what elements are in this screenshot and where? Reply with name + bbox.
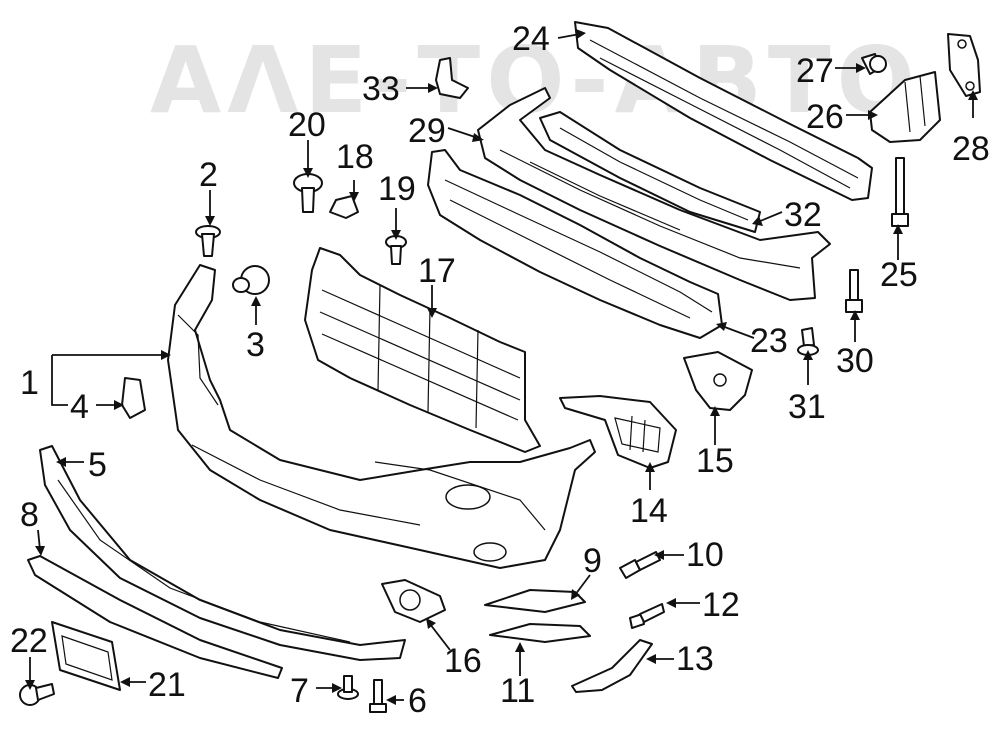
part-bracket-33 [435,57,469,99]
part-fog-bracket [683,351,753,411]
part-lamp-bezel [381,579,446,623]
callout-33: 33 [362,70,400,108]
part-side-bracket [947,33,981,97]
part-bolt-20 [293,173,323,213]
callout-12: 12 [702,586,740,624]
callout-15: 15 [696,442,734,480]
callout-19: 19 [378,170,416,208]
part-bolt-12 [629,603,665,629]
part-fog-lamp [559,395,677,469]
arrow-heads [25,29,978,705]
callout-30: 30 [836,342,874,380]
callout-29: 29 [408,112,446,150]
callout-20: 20 [288,106,326,144]
callout-23: 23 [750,322,788,360]
part-bolt-27 [861,53,887,75]
part-push-pin-2 [195,225,221,257]
callout-13: 13 [676,640,714,678]
part-clip-4 [121,377,146,419]
callout-3: 3 [246,326,265,364]
callout-8: 8 [20,496,39,534]
part-bolt-30 [845,269,863,313]
part-mount-bracket [869,71,941,143]
part-trim-piece-9 [484,589,586,613]
part-bracket-13 [571,639,653,693]
callout-10: 10 [686,536,724,574]
part-trim-strip [27,555,283,679]
callout-2: 2 [199,156,218,194]
callout-17: 17 [418,252,456,290]
callout-26: 26 [806,98,844,136]
callout-21: 21 [148,666,186,704]
part-bracket-18 [329,195,359,219]
callout-18: 18 [336,138,374,176]
part-plug [232,265,270,295]
watermark: ΑΛΕ-ΤΟ-ΑΒΤΟ [150,27,921,134]
callout-25: 25 [880,256,918,294]
part-bolt-10 [619,551,661,579]
part-long-bolt-25 [891,157,909,227]
part-upper-carrier [477,87,831,301]
callout-9: 9 [583,542,602,580]
part-lower-spoiler [39,445,406,661]
callout-5: 5 [88,446,107,484]
callout-31: 31 [788,388,826,426]
callout-24: 24 [512,20,550,58]
part-screw-22 [19,683,55,706]
callout-28: 28 [952,130,990,168]
callout-22: 22 [10,622,48,660]
callout-32: 32 [784,196,822,234]
part-bumper-cover [167,264,596,569]
callout-7: 7 [290,672,309,710]
part-reinforcement-beam [574,21,873,201]
part-push-pin-7 [337,675,359,700]
callout-labels: 1 2 3 4 5 6 7 8 9 10 11 12 13 14 15 16 1… [10,20,990,720]
callout-4: 4 [70,388,89,426]
callout-16: 16 [444,642,482,680]
part-grille [304,247,541,453]
part-license-bracket [51,621,121,691]
callout-11: 11 [500,672,535,710]
part-screw-6 [369,679,387,713]
callout-27: 27 [796,52,834,90]
callout-1: 1 [20,364,39,402]
callout-14: 14 [630,492,668,530]
callout-6: 6 [408,682,427,720]
part-clip-19 [385,235,407,265]
part-trim-piece-11 [489,623,591,643]
